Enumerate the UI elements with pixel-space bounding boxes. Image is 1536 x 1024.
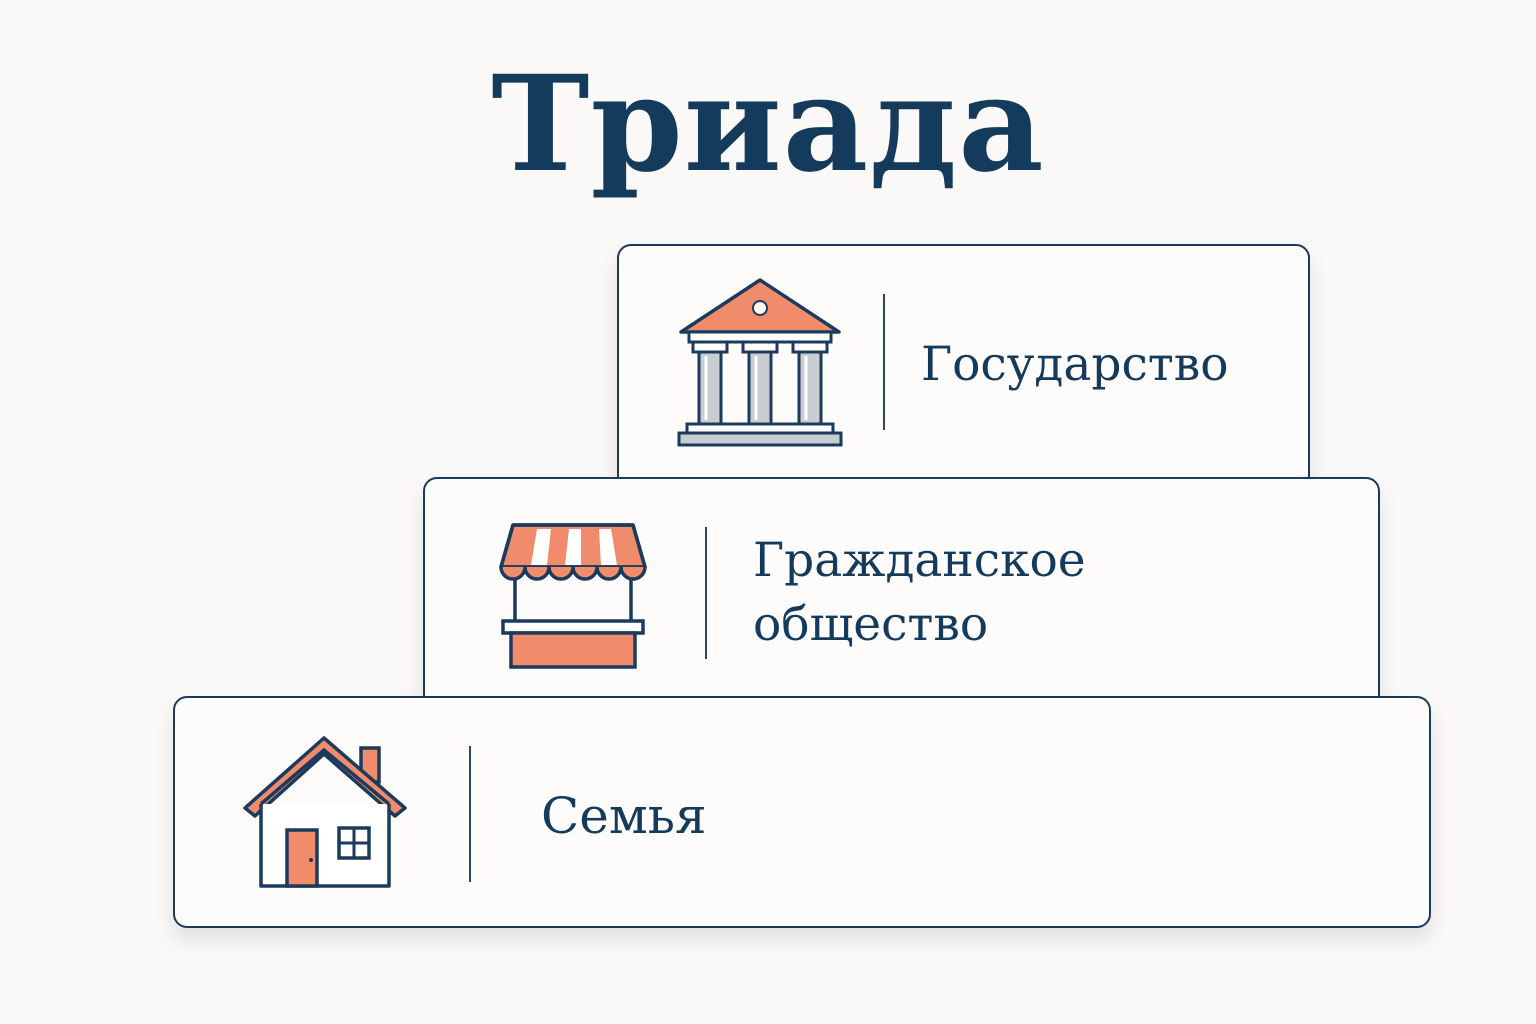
level-divider xyxy=(469,746,471,882)
house-icon xyxy=(241,734,411,898)
level-label-civil-society: Гражданское общество xyxy=(753,529,1193,657)
market-stall-icon xyxy=(497,521,649,677)
level-card-family: Семья xyxy=(173,696,1431,928)
level-label-state: Государство xyxy=(921,337,1229,392)
government-building-icon xyxy=(677,276,843,452)
level-card-civil-society: Гражданское общество xyxy=(423,477,1380,713)
level-label-civil-society-text: Гражданское общество xyxy=(753,533,1086,652)
diagram-title: Триада xyxy=(491,47,1045,202)
level-divider xyxy=(705,527,707,659)
level-divider xyxy=(883,294,885,430)
level-card-state: Государство xyxy=(617,244,1310,494)
level-label-family: Семья xyxy=(541,787,707,845)
